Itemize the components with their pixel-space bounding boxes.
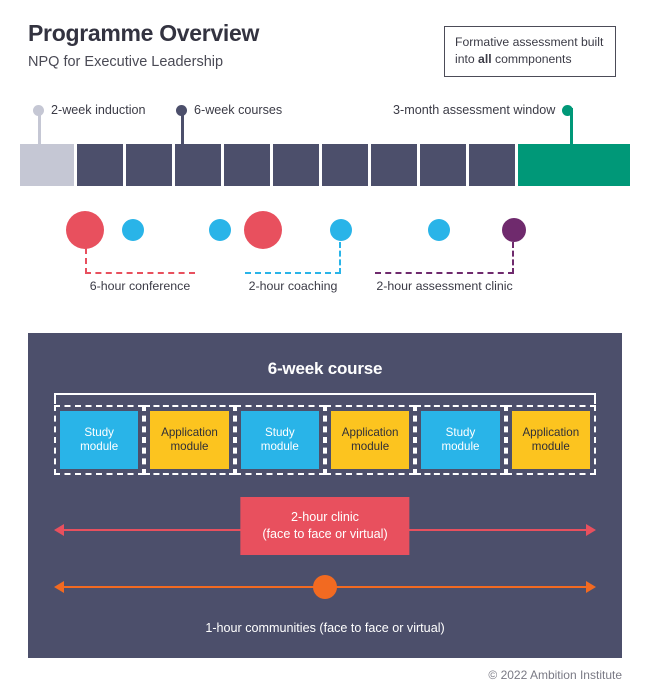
timeline-segment-course — [273, 144, 319, 186]
module-label-line2: module — [80, 440, 119, 453]
clinic-title: 2-hour clinic — [291, 510, 359, 524]
formative-assessment-callout: Formative assessment built into all comm… — [444, 26, 616, 77]
legend-dot-icon — [562, 104, 574, 116]
legend-label: 2-week induction — [51, 103, 146, 117]
module-label-line1: Study — [264, 425, 295, 439]
clinic-subtitle: (face to face or virtual) — [262, 526, 388, 541]
marker-bracket-0 — [85, 248, 195, 274]
marker-caption: 2-hour coaching — [248, 279, 338, 293]
session-markers: 6-hour conference 2-hour coaching 2-hour a… — [0, 198, 650, 308]
marker-dot-assessment — [502, 218, 526, 242]
page-title: Programme Overview — [28, 20, 260, 46]
bracket-vertical-stem — [512, 242, 514, 274]
timeline-segment-course — [224, 144, 270, 186]
clinic-box: 2-hour clinic (face to face or virtual) — [240, 497, 410, 555]
timeline-segment-course — [371, 144, 417, 186]
marker-caption: 6-hour conference — [89, 279, 191, 293]
timeline-segment-course — [126, 144, 172, 186]
timeline-segment-course — [420, 144, 466, 186]
clinic-arrow-left-tip — [54, 524, 64, 536]
timeline-segment-induction — [20, 144, 74, 186]
module-label-line1: Application — [522, 425, 580, 439]
communities-arrow — [54, 575, 596, 599]
page-subtitle: NPQ for Executive Leadership — [28, 54, 224, 70]
timeline-segment-course — [469, 144, 515, 186]
module-label-line2: module — [260, 440, 299, 453]
bracket-vertical-stem — [85, 248, 87, 274]
module-label-line1: Study — [84, 425, 114, 439]
timeline-segment-course — [175, 144, 221, 186]
copyright-footer: © 2022 Ambition Institute — [488, 668, 622, 682]
legend-label: 6-week courses — [194, 103, 283, 117]
callout-line-1: Formative assessment built — [455, 35, 604, 49]
module-label-line2: module — [170, 440, 209, 453]
communities-label: 1-hour communities (face to face or virt… — [205, 621, 445, 635]
callout-line-2-suffix: commponents — [491, 51, 572, 66]
module-label-line1: Application — [341, 425, 399, 439]
marker-dot-coaching — [428, 219, 450, 241]
communities-arrow-right-tip — [586, 581, 596, 593]
module-label-line2: module — [441, 440, 480, 453]
marker-bracket-1 — [245, 242, 341, 274]
marker-bracket-2 — [375, 242, 514, 274]
module-label-line1: Application — [161, 425, 218, 439]
legend-stem-1 — [181, 108, 184, 144]
communities-arrow-left-tip — [54, 581, 64, 593]
legend-stem-0 — [38, 108, 41, 144]
timeline-segment-course — [322, 144, 368, 186]
marker-dot-coaching — [122, 219, 144, 241]
legend-label: 3-month assessment window — [393, 103, 556, 117]
module-label-line2: module — [531, 440, 570, 453]
module-label-line2: module — [351, 440, 390, 453]
communities-marker-dot — [313, 575, 337, 599]
legend-item-0: 2-week induction — [33, 103, 146, 117]
bracket-horizontal-line — [245, 272, 341, 274]
callout-emphasis: all — [478, 51, 492, 66]
course-span-bracket — [54, 393, 596, 404]
clinic-arrow-right-tip — [586, 524, 596, 536]
page-header: Programme Overview NPQ for Executive Lea… — [28, 20, 259, 70]
bracket-horizontal-line — [85, 272, 195, 274]
bracket-horizontal-line — [375, 272, 514, 274]
timeline-legend: 2-week induction 6-week courses 3-month as… — [0, 103, 650, 125]
callout-line-2-prefix: into — [455, 51, 479, 66]
timeline-segment-window — [518, 144, 630, 186]
marker-dot-coaching — [209, 219, 231, 241]
module-label-line1: Study — [445, 425, 476, 439]
marker-dot-conference — [66, 211, 104, 249]
legend-stem-2 — [570, 108, 573, 144]
timeline-segment-course — [77, 144, 123, 186]
timeline-bar — [20, 144, 630, 186]
marker-dot-coaching — [330, 219, 352, 241]
legend-item-1: 6-week courses — [176, 103, 282, 117]
legend-item-2: 3-month assessment window — [393, 103, 574, 117]
bracket-vertical-stem — [339, 242, 341, 274]
marker-caption: 2-hour assessment clinic — [376, 279, 513, 293]
marker-dot-conference — [244, 211, 282, 249]
panel-title: 6-week course — [267, 359, 383, 378]
